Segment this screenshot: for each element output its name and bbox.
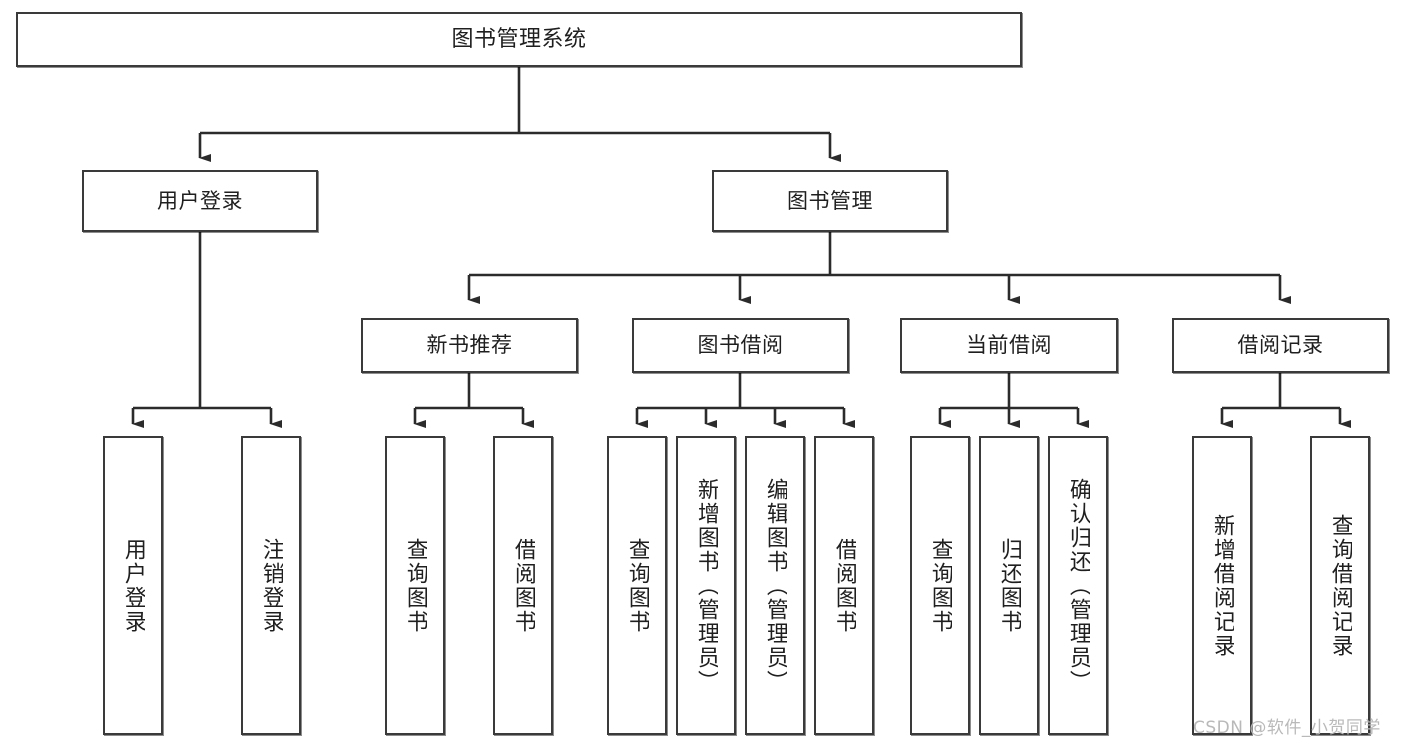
node-label: 编辑图书（管理员）	[763, 477, 787, 694]
leaf-book-borrow-borrow-book[interactable]: 借阅图书	[814, 436, 874, 735]
node-book-management[interactable]: 图书管理	[712, 170, 948, 232]
node-label: 图书管理	[787, 188, 873, 213]
node-book-borrow[interactable]: 图书借阅	[632, 318, 849, 373]
leaf-user-login-logout[interactable]: 注销登录	[241, 436, 301, 735]
leaf-borrow-record-query-record[interactable]: 查询借阅记录	[1310, 436, 1370, 735]
node-label: 确认归还（管理员）	[1066, 477, 1090, 694]
node-label: 图书借阅	[697, 333, 784, 358]
node-borrow-record[interactable]: 借阅记录	[1172, 318, 1389, 373]
node-label: 查询图书	[928, 537, 952, 634]
leaf-book-borrow-query-book[interactable]: 查询图书	[607, 436, 667, 735]
node-label: 新增借阅记录	[1210, 513, 1234, 658]
csdn-watermark: CSDN @软件_小贺同学	[1193, 718, 1381, 738]
node-label: 注销登录	[259, 537, 283, 634]
node-label: 归还图书	[997, 537, 1021, 634]
node-root-book-management-system[interactable]: 图书管理系统	[16, 12, 1022, 67]
leaf-user-login-login[interactable]: 用户登录	[103, 436, 163, 735]
node-label: 用户登录	[121, 537, 145, 634]
node-label: 借阅记录	[1237, 333, 1324, 358]
node-label: 新书推荐	[426, 333, 513, 358]
node-new-book-recommend[interactable]: 新书推荐	[361, 318, 578, 373]
node-label: 用户登录	[157, 188, 243, 213]
node-current-borrow[interactable]: 当前借阅	[900, 318, 1118, 373]
leaf-new-book-query-book[interactable]: 查询图书	[385, 436, 445, 735]
node-label: 查询图书	[625, 537, 649, 634]
node-label: 新增图书（管理员）	[694, 477, 718, 694]
leaf-new-book-borrow-book[interactable]: 借阅图书	[493, 436, 553, 735]
leaf-book-borrow-edit-book-admin[interactable]: 编辑图书（管理员）	[745, 436, 805, 735]
leaf-current-borrow-confirm-return-admin[interactable]: 确认归还（管理员）	[1048, 436, 1108, 735]
node-label: 查询图书	[403, 537, 427, 634]
node-label: 借阅图书	[832, 537, 856, 634]
leaf-book-borrow-add-book-admin[interactable]: 新增图书（管理员）	[676, 436, 736, 735]
node-label: 图书管理系统	[451, 26, 587, 52]
node-label: 当前借阅	[966, 333, 1052, 358]
node-user-login[interactable]: 用户登录	[82, 170, 318, 232]
leaf-current-borrow-return-book[interactable]: 归还图书	[979, 436, 1039, 735]
node-label: 查询借阅记录	[1328, 513, 1352, 658]
leaf-current-borrow-query-book[interactable]: 查询图书	[910, 436, 970, 735]
leaf-borrow-record-add-record[interactable]: 新增借阅记录	[1192, 436, 1252, 735]
node-label: 借阅图书	[511, 537, 535, 634]
